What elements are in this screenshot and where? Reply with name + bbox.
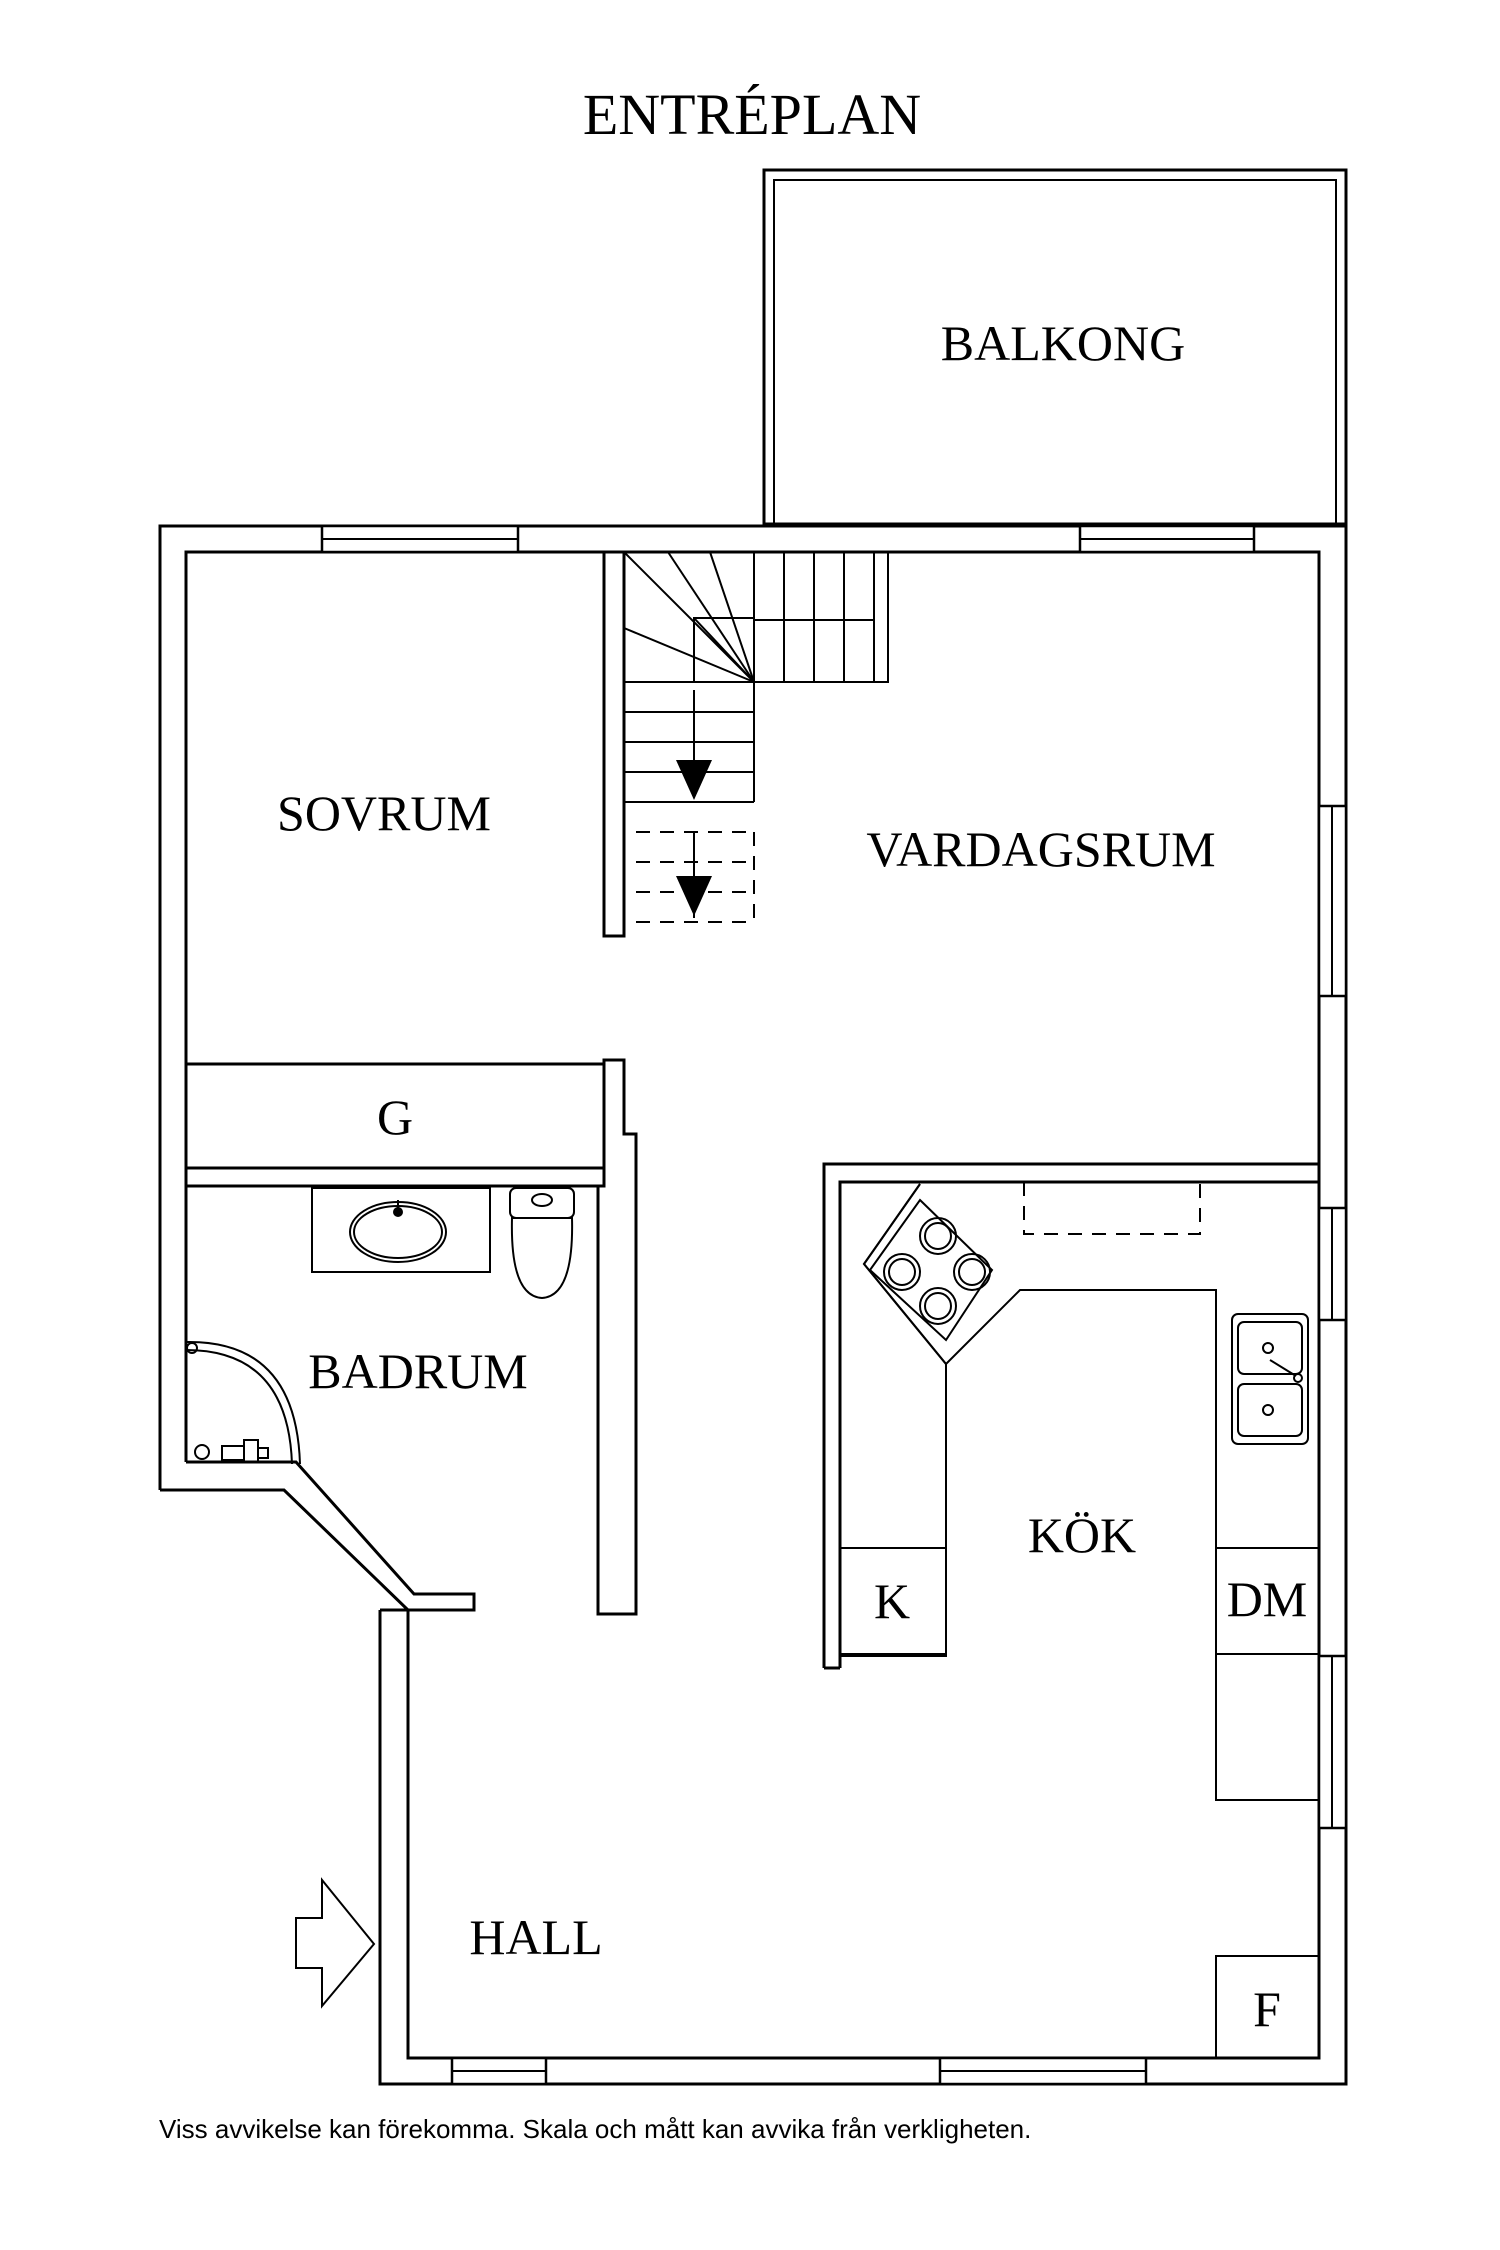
room-label-sovrum: SOVRUM (277, 785, 491, 841)
interior-walls (184, 550, 1319, 1670)
cooktop-icon (868, 1198, 994, 1342)
sink-cabinet (311, 1187, 491, 1273)
disclaimer-text: Viss avvikelse kan förekomma. Skala och … (159, 2114, 1032, 2144)
f-cabinet (1215, 1955, 1320, 2059)
entrance-arrow-icon (295, 1877, 376, 2009)
angled-wall (160, 1460, 476, 1986)
outer-walls (158, 524, 1348, 2086)
room-label-f: F (1253, 1981, 1281, 2037)
stair-arrow-2 (676, 876, 712, 916)
room-label-k: K (874, 1573, 910, 1629)
room-label-badrum: BADRUM (308, 1343, 527, 1399)
room-label-kok: KÖK (1028, 1507, 1136, 1563)
plan-title: ENTRÉPLAN (583, 82, 921, 147)
stair-arrow-1 (676, 760, 712, 800)
shower-icon (185, 1340, 301, 1465)
fridge-cabinet (839, 1547, 947, 1655)
bathroom-fixtures (185, 1187, 575, 1465)
room-label-g: G (377, 1089, 413, 1145)
kitchen-sink-icon (1231, 1313, 1309, 1445)
room-label-vardagsrum: VARDAGSRUM (866, 821, 1215, 877)
dishwasher-cabinet (1215, 1547, 1320, 1655)
kitchen-fixtures (839, 1182, 1320, 2059)
toilet-icon (509, 1187, 575, 1300)
staircase (623, 551, 889, 923)
room-label-balkong: BALKONG (941, 315, 1185, 371)
balcony (762, 168, 1348, 526)
room-label-hall: HALL (469, 1909, 602, 1965)
room-label-dm: DM (1227, 1571, 1308, 1627)
